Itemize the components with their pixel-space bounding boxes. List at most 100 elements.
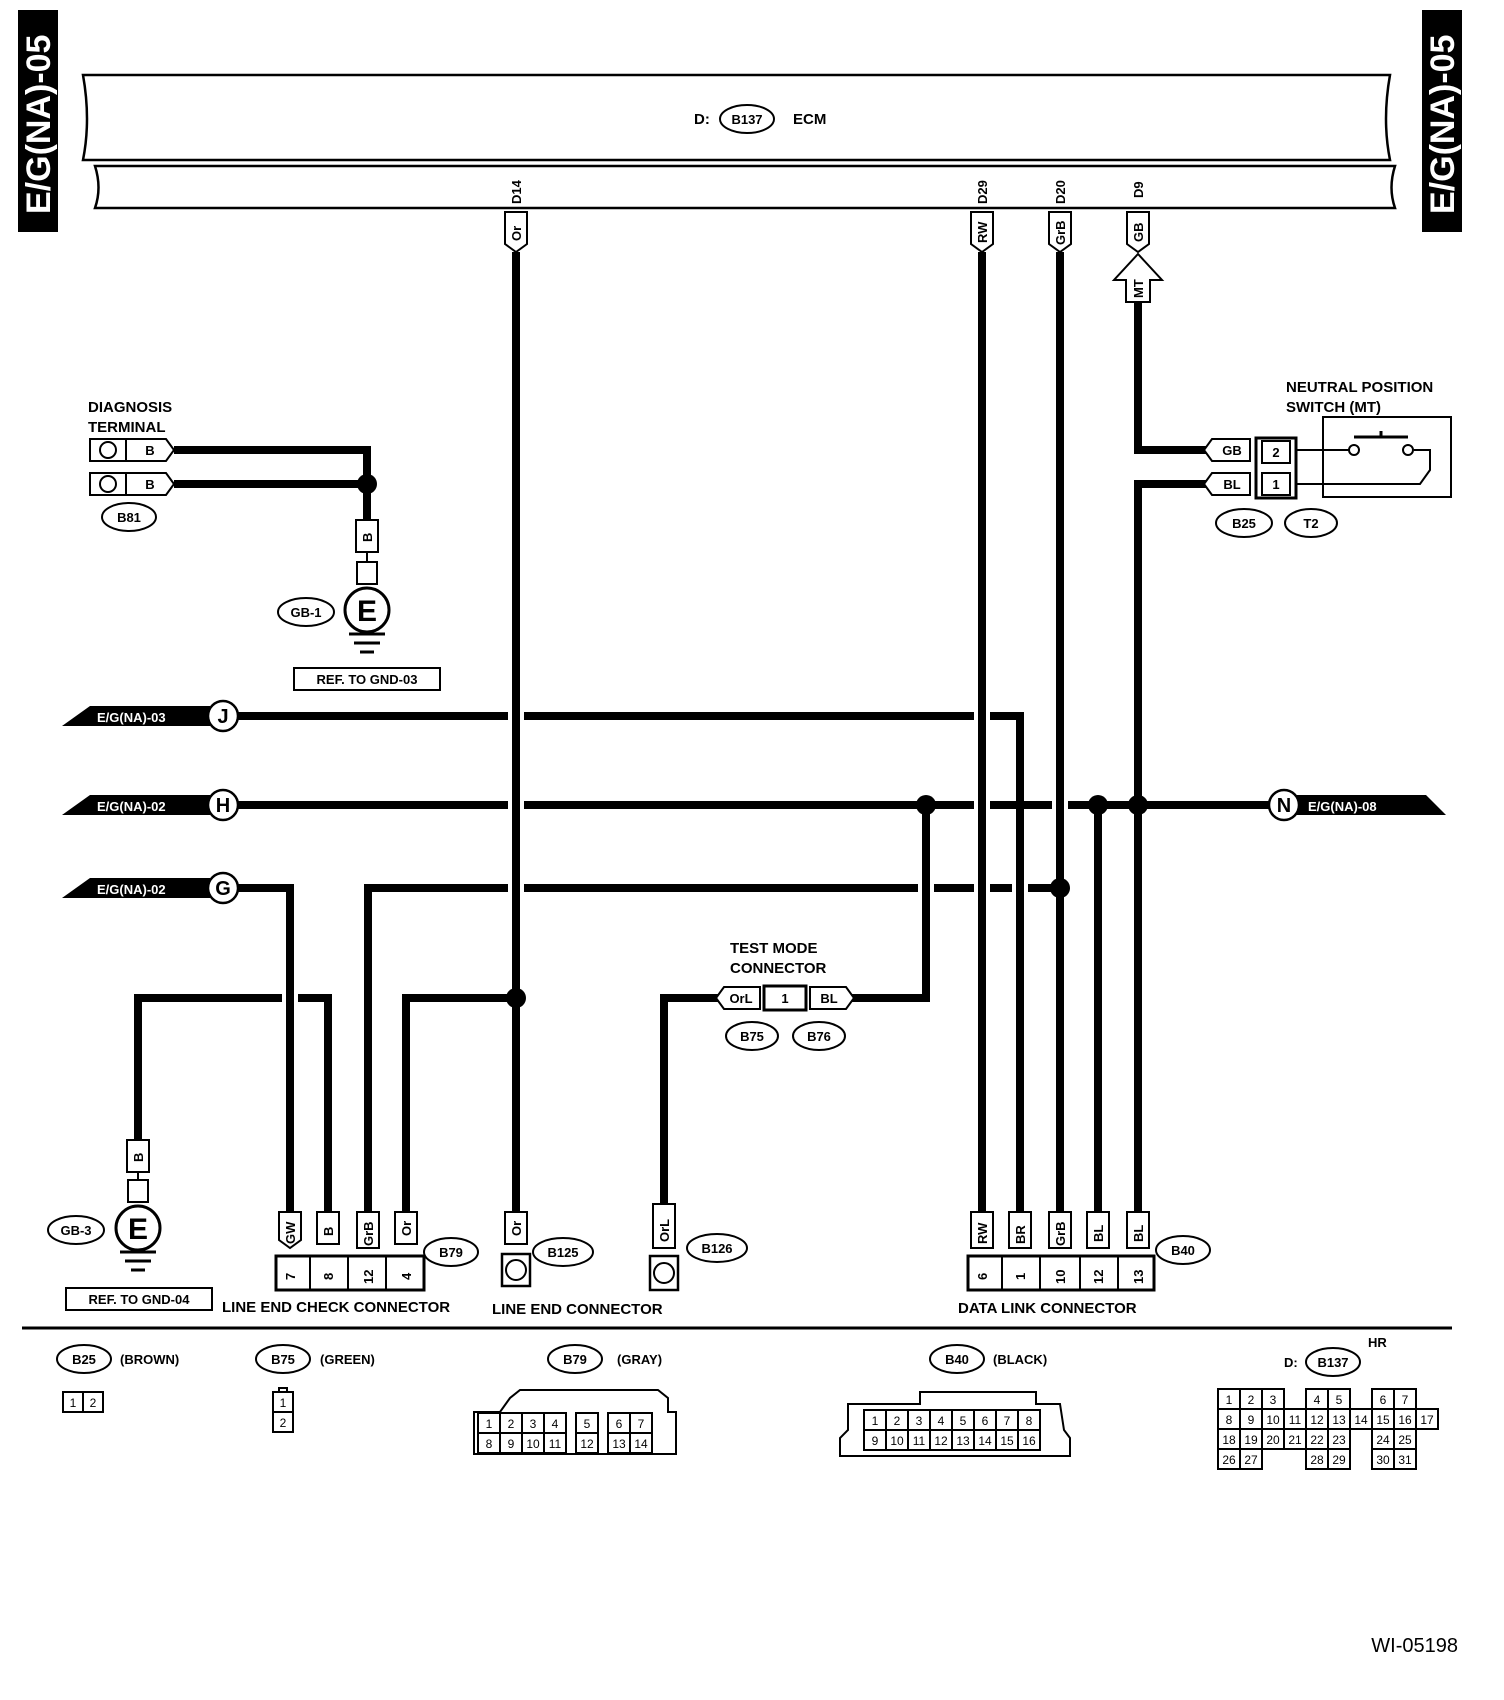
legend-b79-id: B79 [563, 1352, 587, 1367]
line-end-check-name: LINE END CHECK CONNECTOR [222, 1299, 450, 1316]
legend-b40-pin-10: 10 [890, 1434, 904, 1448]
legend-b137-pin-25: 25 [1398, 1433, 1412, 1447]
legend-b40-pin-2: 2 [894, 1414, 901, 1428]
left-page-tag-text: E/G(NA)-05 [20, 35, 58, 214]
legend-b137-pin-14: 14 [1354, 1413, 1368, 1427]
legend-b79-pin-12-cell [575, 1432, 599, 1454]
legend-b40-pin-15: 15 [1000, 1434, 1014, 1448]
ecm-unit: D: B137 ECM [81, 73, 1397, 210]
legend-b40-pin-8: 8 [1026, 1414, 1033, 1428]
legend-b137-pin-2: 2 [1248, 1393, 1255, 1407]
b126-connector-id: B126 [701, 1241, 732, 1256]
b40-wire-1: RW [975, 1222, 990, 1244]
legend-b137-pin-10: 10 [1266, 1413, 1280, 1427]
legend-b79-pin-6: 6 [616, 1417, 623, 1431]
data-link-name: DATA LINK CONNECTOR [958, 1300, 1137, 1317]
legend-b137-pin-27: 27 [1244, 1453, 1258, 1467]
test-mode-wire-right: BL [820, 991, 837, 1006]
legend-b40-pin-3: 3 [916, 1414, 923, 1428]
ecm-pin-wire: RW [975, 221, 990, 243]
neutral-position-switch: NEUTRAL POSITION SWITCH (MT) GB 2 BL 1 B… [1202, 379, 1452, 538]
test-mode-wire-left: OrL [729, 991, 752, 1006]
b79-wire-4: Or [399, 1221, 414, 1236]
legend-b79-pin-8: 8 [486, 1437, 493, 1451]
legend-b79-pin-11-cell [543, 1432, 567, 1454]
legend-b137-pin-18: 18 [1222, 1433, 1236, 1447]
legend-b40-pin-14: 14 [978, 1434, 992, 1448]
test-mode-connector-left: B75 [740, 1029, 764, 1044]
legend-b137-pin-15: 15 [1376, 1413, 1390, 1427]
ground-gb3-symbol: E [128, 1213, 148, 1246]
legend-b79-pin-4: 4 [552, 1417, 559, 1431]
legend-b137-pin-1: 1 [1226, 1393, 1233, 1407]
b40-pin-2: 1 [1013, 1273, 1028, 1280]
legend-b79-pin-5: 5 [584, 1417, 591, 1431]
diagnosis-terminal-title-1: DIAGNOSIS [88, 399, 172, 416]
legend-b40-pin-11: 11 [913, 1434, 926, 1448]
wires [134, 252, 1270, 1212]
mt-arrow: MT [1111, 252, 1165, 303]
neutral-switch-wire-2: BL [1223, 477, 1240, 492]
off-page-j-letter: J [217, 706, 228, 728]
b40-pin-1: 6 [975, 1273, 990, 1280]
legend-b137-pin-12: 12 [1310, 1413, 1324, 1427]
data-link-connector: RW BR GrB BL BL 6 1 10 12 13 B40 DATA LI… [958, 1211, 1211, 1317]
legend-b40-pin-9: 9 [872, 1434, 879, 1448]
legend-b137-pin-19: 19 [1244, 1433, 1258, 1447]
legend-b137-pin-11: 11 [1289, 1413, 1302, 1427]
legend-b40-pin-13: 13 [956, 1434, 970, 1448]
off-page-g-ref: E/G(NA)-02 [97, 882, 166, 897]
legend-b137-pin-28: 28 [1310, 1453, 1324, 1467]
off-page-g: E/G(NA)-02 G [62, 871, 240, 905]
figure-id: WI-05198 [1371, 1635, 1458, 1657]
legend-b137-prefix: D: [1284, 1355, 1298, 1370]
test-mode-title-2: CONNECTOR [730, 960, 827, 977]
legend-b137-pin-4: 4 [1314, 1393, 1321, 1407]
legend-b137-pin-29: 29 [1332, 1453, 1346, 1467]
b79-pin-4: 4 [399, 1272, 414, 1280]
legend-b137-tag: HR [1368, 1335, 1387, 1350]
b40-wire-5: BL [1131, 1225, 1146, 1242]
ground-gb3-label: GB-3 [60, 1223, 91, 1238]
off-page-j-ref: E/G(NA)-03 [97, 710, 166, 725]
legend-b137-pin-20: 20 [1266, 1433, 1280, 1447]
ecm-pin-label: D14 [509, 179, 524, 204]
legend-b79-pin-14: 14 [634, 1437, 648, 1451]
test-mode-title-1: TEST MODE [730, 940, 818, 957]
legend-b40-pin-5: 5 [960, 1414, 967, 1428]
ecm-pin-label: D20 [1053, 180, 1068, 204]
b40-pin-4: 12 [1091, 1270, 1106, 1284]
legend-b75-pin-2: 2 [280, 1416, 287, 1430]
right-page-tag: E/G(NA)-05 [1422, 10, 1462, 232]
off-page-h-letter: H [216, 795, 230, 817]
b79-connector-id: B79 [439, 1245, 463, 1260]
legend-b75-id: B75 [271, 1352, 295, 1367]
legend-b137-pin-7: 7 [1402, 1393, 1409, 1407]
legend-b40-pin-4: 4 [938, 1414, 945, 1428]
b79-wire-1: GW [283, 1221, 298, 1244]
legend-b137-pin-27-cell [1239, 1448, 1263, 1470]
legend-b137-pin-5: 5 [1336, 1393, 1343, 1407]
legend-b137-pin-3: 3 [1270, 1393, 1277, 1407]
b40-wire-3: GrB [1053, 1221, 1068, 1246]
b40-wire-4: BL [1091, 1225, 1106, 1242]
legend-b137-pin-30: 30 [1376, 1453, 1390, 1467]
ground-gb1-ref: REF. TO GND-03 [317, 672, 418, 687]
legend-b137-pin-26: 26 [1222, 1453, 1236, 1467]
legend-b137-pin-17-cell [1415, 1408, 1439, 1430]
legend-b40-pin-16-cell [1017, 1429, 1041, 1451]
diagnosis-connector-id: B81 [117, 510, 141, 525]
legend-b137-pin-21: 21 [1288, 1433, 1302, 1447]
off-page-n: E/G(NA)-08 N [1267, 788, 1446, 822]
legend-b25: B25 (BROWN) 1 2 [56, 1344, 179, 1413]
legend-b137-id: B137 [1317, 1355, 1348, 1370]
legend-b137-pin-24: 24 [1376, 1433, 1390, 1447]
b40-wire-2: BR [1013, 1225, 1028, 1244]
line-end-check-connector: GW B GrB Or 7 8 12 4 B79 LINE END CHECK … [222, 1211, 479, 1316]
legend-b137-pin-17: 17 [1420, 1413, 1434, 1427]
ecm-pin-d20: D20 GrB [1048, 180, 1072, 254]
off-page-g-letter: G [215, 878, 231, 900]
